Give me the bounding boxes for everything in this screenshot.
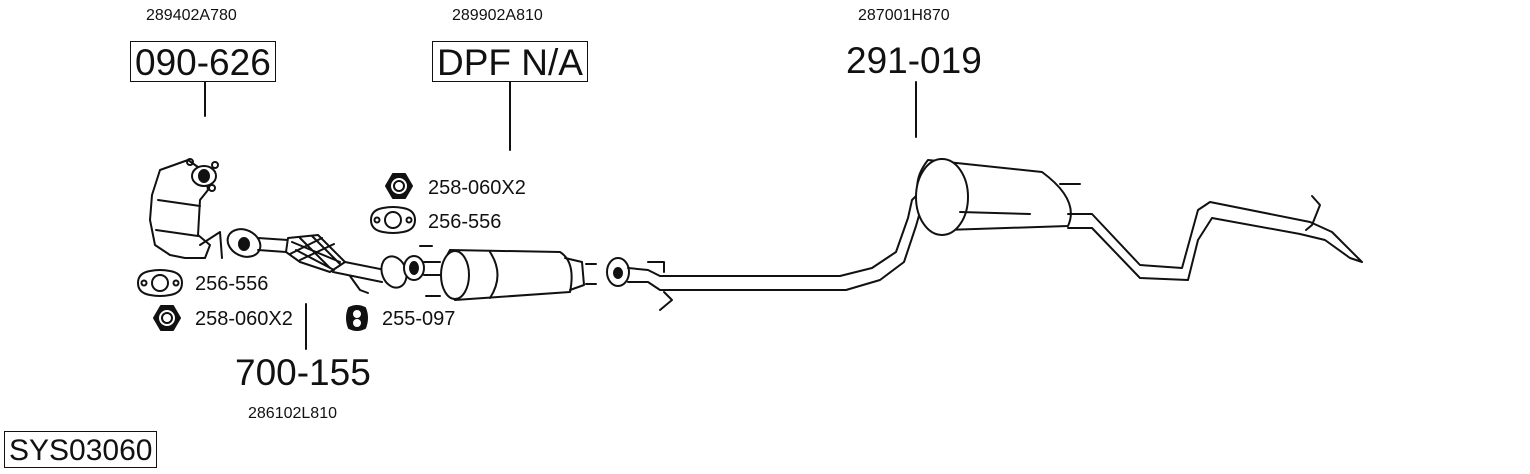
part-number-catalytic-converter[interactable]: 090-626 — [130, 41, 276, 82]
accessory-label-rubber-mount[interactable]: 255-097 — [382, 308, 456, 330]
accessory-label-gasket-2[interactable]: 256-556 — [195, 273, 269, 295]
rear-silencer-icon — [915, 158, 1363, 281]
oem-number-front-pipe: 286102L810 — [248, 405, 337, 422]
system-code: SYS03060 — [4, 431, 158, 468]
accessory-label-gasket-1[interactable]: 256-556 — [428, 211, 502, 233]
gasket-icon-2 — [137, 269, 183, 297]
oem-number-dpf: 289902A810 — [452, 7, 543, 24]
part-number-front-pipe[interactable]: 700-155 — [235, 352, 371, 393]
dpf-icon — [403, 245, 597, 301]
catalytic-converter-icon — [149, 158, 223, 259]
front-pipe-icon — [226, 228, 408, 294]
rubber-mount-icon — [346, 305, 368, 331]
oem-number-catalytic-converter: 289402A780 — [146, 7, 237, 24]
gasket-icon-1 — [370, 206, 416, 234]
part-number-dpf[interactable]: DPF N/A — [432, 41, 588, 82]
accessory-label-nut-2[interactable]: 258-060X2 — [195, 308, 293, 330]
accessory-label-nut-1[interactable]: 258-060X2 — [428, 177, 526, 199]
oem-number-rear-silencer: 287001H870 — [858, 7, 950, 24]
middle-pipe-icon — [606, 191, 931, 311]
hex-nut-icon-2 — [153, 305, 181, 331]
part-number-rear-silencer[interactable]: 291-019 — [846, 40, 982, 81]
hex-nut-icon-1 — [385, 173, 413, 199]
